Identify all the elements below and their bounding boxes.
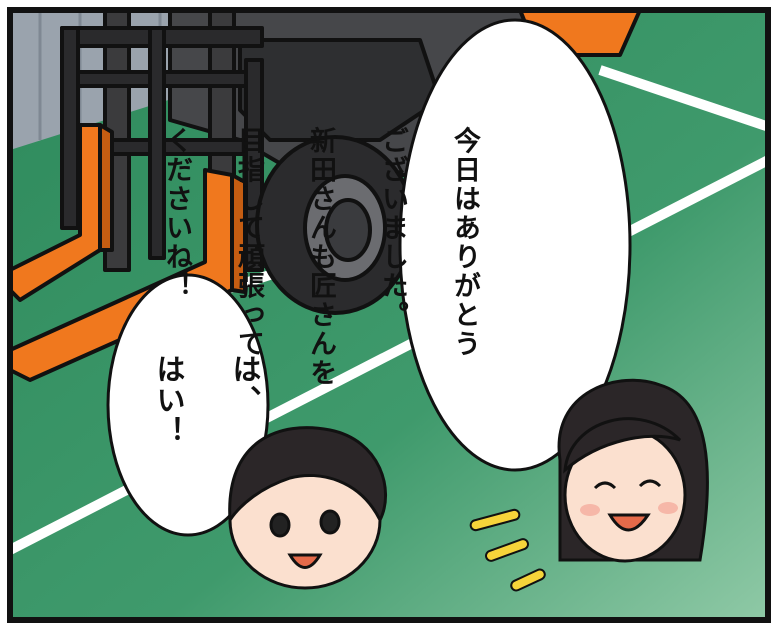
girl-character bbox=[557, 378, 709, 563]
boy-character bbox=[228, 426, 388, 590]
motion-lines bbox=[469, 508, 546, 592]
speech-bubble-main bbox=[398, 18, 632, 472]
speech-line: 目指して頑張って bbox=[233, 126, 264, 359]
speech-text-main: 今日はありがとう ございました。 新田さんも匠さんを 目指して頑張って ください… bbox=[158, 104, 518, 404]
speech-line: はい！ bbox=[152, 354, 186, 448]
speech-line: くださいね！ bbox=[161, 126, 192, 301]
speech-line: 今日はありがとう bbox=[449, 126, 480, 359]
speech-bubble-reply bbox=[106, 273, 270, 537]
speech-line: ございました。 bbox=[377, 126, 408, 330]
speech-line: 新田さんも匠さんを bbox=[305, 126, 336, 388]
speech-text-reply: は、 はい！ bbox=[150, 330, 302, 490]
speech-line: は、 bbox=[228, 354, 262, 417]
panel-border bbox=[7, 7, 771, 623]
